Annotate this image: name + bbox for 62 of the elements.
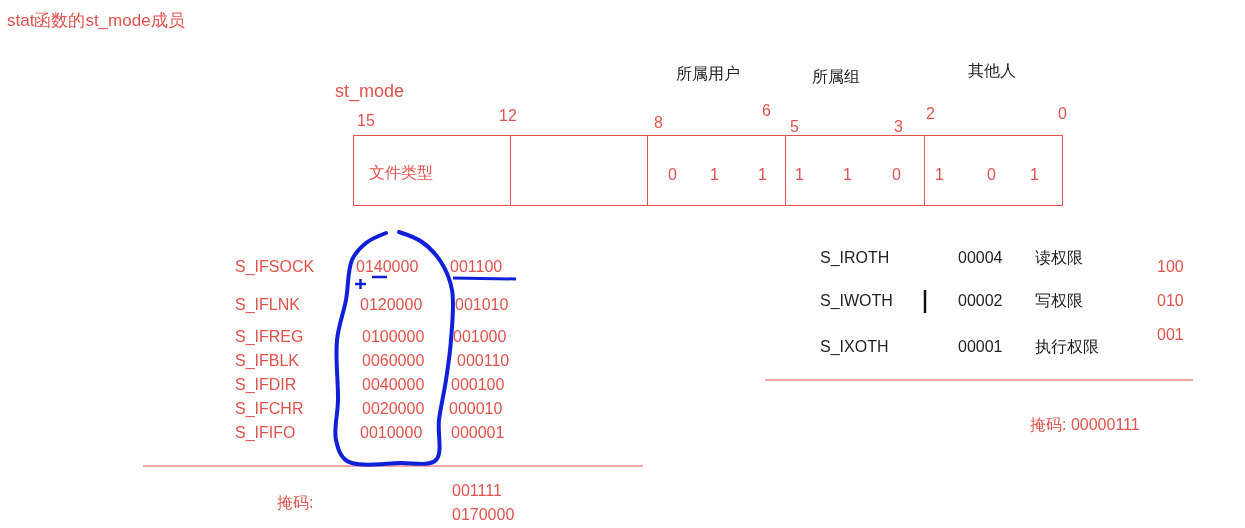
constant-name: S_IFREG: [235, 327, 304, 347]
binary-value: 000110: [457, 351, 510, 371]
bit-value: 1: [1030, 165, 1039, 185]
field-label: 文件类型: [369, 163, 433, 183]
constant-name: S_IFSOCK: [235, 257, 315, 277]
permission-label: 写权限: [1035, 291, 1083, 311]
bit-value: 1: [710, 165, 719, 185]
bit-index: 8: [654, 113, 663, 133]
bit-index: 0: [1058, 104, 1067, 124]
permission-label: 读权限: [1035, 248, 1083, 268]
bit-value: 1: [795, 165, 804, 185]
binary-value: 001111: [452, 481, 502, 501]
octal-value: 00002: [958, 291, 1003, 311]
constant-name: S_IFBLK: [235, 351, 300, 371]
constant-name: S_IFDIR: [235, 375, 297, 395]
bit-index: 3: [894, 117, 903, 137]
permission-label: 执行权限: [1035, 337, 1099, 357]
binary-value: 100: [1157, 257, 1184, 277]
bit-index: 12: [499, 106, 517, 126]
binary-value: 000100: [451, 375, 505, 395]
constant-name: S_IFLNK: [235, 295, 300, 315]
group-heading: 所属用户: [676, 64, 740, 84]
constant-name: S_IFCHR: [235, 399, 304, 419]
octal-value: 00004: [958, 248, 1003, 268]
octal-value: 0060000: [362, 351, 425, 371]
binary-value: 001010: [455, 295, 509, 315]
group-heading: 其他人: [968, 61, 1016, 81]
bit-index: 2: [926, 104, 935, 124]
octal-value: 00001: [958, 337, 1003, 357]
octal-value: 0020000: [362, 399, 425, 419]
bit-index: 15: [357, 111, 375, 131]
bit-value: 0: [668, 165, 677, 185]
binary-value: 001100: [450, 257, 503, 277]
octal-value: 0010000: [360, 423, 423, 443]
mask-note: 掩码: 00000111: [1030, 415, 1140, 435]
octal-value: 0140000: [356, 257, 419, 277]
bit-index: 5: [790, 117, 799, 137]
constant-name: S_IWOTH: [820, 291, 893, 311]
binary-value: 001000: [453, 327, 507, 347]
constant-name: S_IFIFO: [235, 423, 296, 443]
octal-value: 0040000: [362, 375, 425, 395]
octal-value: 0170000: [452, 505, 515, 525]
bit-value: 1: [843, 165, 852, 185]
empty-field-cell: [510, 135, 648, 206]
bit-value: 1: [935, 165, 944, 185]
bit-index: 6: [762, 101, 771, 121]
constant-name: S_IXOTH: [820, 337, 889, 357]
constant-name: S_IROTH: [820, 248, 890, 268]
octal-value: 0120000: [360, 295, 423, 315]
diagram-title: stat函数的st_mode成员: [7, 11, 185, 31]
bit-value: 1: [758, 165, 767, 185]
octal-value: 0100000: [362, 327, 425, 347]
bit-value: 0: [892, 165, 901, 185]
mask-label: 掩码:: [277, 493, 314, 513]
group-heading: 所属组: [812, 67, 860, 87]
binary-value: 000001: [451, 423, 505, 443]
binary-value: 010: [1157, 291, 1184, 311]
binary-value: 001: [1157, 325, 1184, 345]
bit-field-cell: [353, 135, 511, 206]
register-name: st_mode: [335, 81, 405, 101]
binary-value: 000010: [449, 399, 503, 419]
bit-value: 0: [987, 165, 996, 185]
